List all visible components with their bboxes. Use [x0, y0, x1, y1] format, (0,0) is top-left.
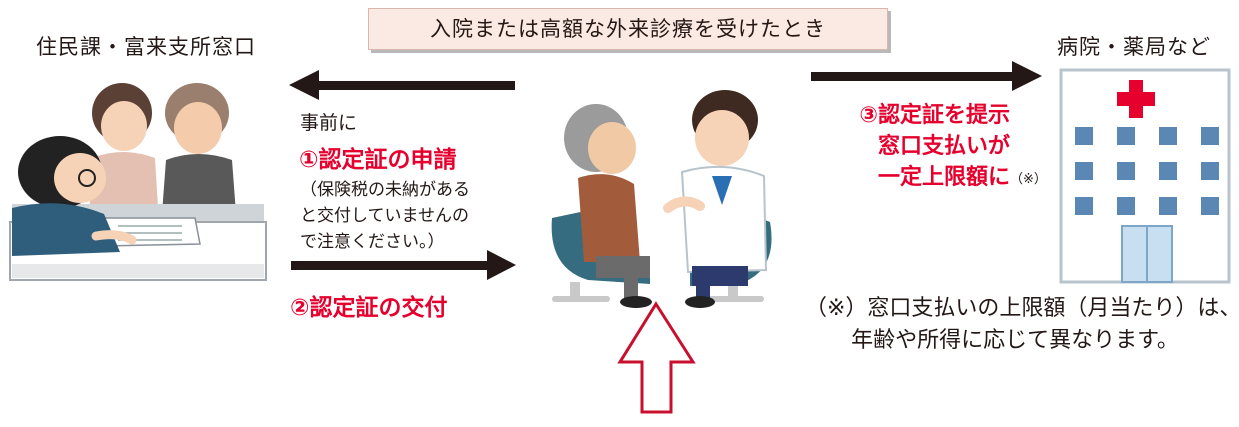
- arrow-right-to-patient: [291, 250, 516, 280]
- advance-label: 事前に: [300, 112, 358, 134]
- footnote: （※）窓口支払いの上限額（月当たり）は、 年齢や所得に応じて異なります。: [805, 293, 1239, 357]
- unpaid-note: （保険税の未納がある と交付していませんの で注意ください。）: [300, 177, 470, 255]
- up-arrow-icon: [617, 301, 696, 414]
- step3-note-mark: （※）: [1010, 172, 1047, 187]
- step3-line: 窓口支払いが: [877, 134, 1010, 159]
- note-line: と交付していませんの: [300, 206, 469, 226]
- arrow-right-to-hospital: [811, 61, 1042, 91]
- note-line: で注意ください。）: [300, 232, 445, 252]
- step3-line: ③認定証を提示: [859, 103, 1010, 128]
- patient-doctor-illustration: [551, 90, 772, 308]
- note-line: （保険税の未納がある: [300, 180, 470, 200]
- arrow-left-to-office: [289, 70, 515, 100]
- step1-label: ①認定証の申請: [299, 147, 457, 173]
- footnote-line: 年齢や所得に応じて異なります。: [851, 328, 1179, 353]
- step3-block: ③認定証を提示 窓口支払いが 一定上限額に: [812, 100, 1010, 193]
- hospital-building-illustration: [1059, 68, 1231, 284]
- step2-label: ②認定証の交付: [290, 295, 448, 321]
- hospital-label: 病院・薬局など: [1057, 35, 1211, 59]
- office-label: 住民課・富来支所窓口: [36, 35, 256, 59]
- header-title: 入院または高額な外来診療を受けたとき: [368, 8, 888, 50]
- footnote-line: （※）窓口支払いの上限額（月当たり）は、: [805, 296, 1239, 321]
- step3-line: 一定上限額に: [877, 165, 1010, 190]
- office-counter-illustration: [9, 83, 267, 281]
